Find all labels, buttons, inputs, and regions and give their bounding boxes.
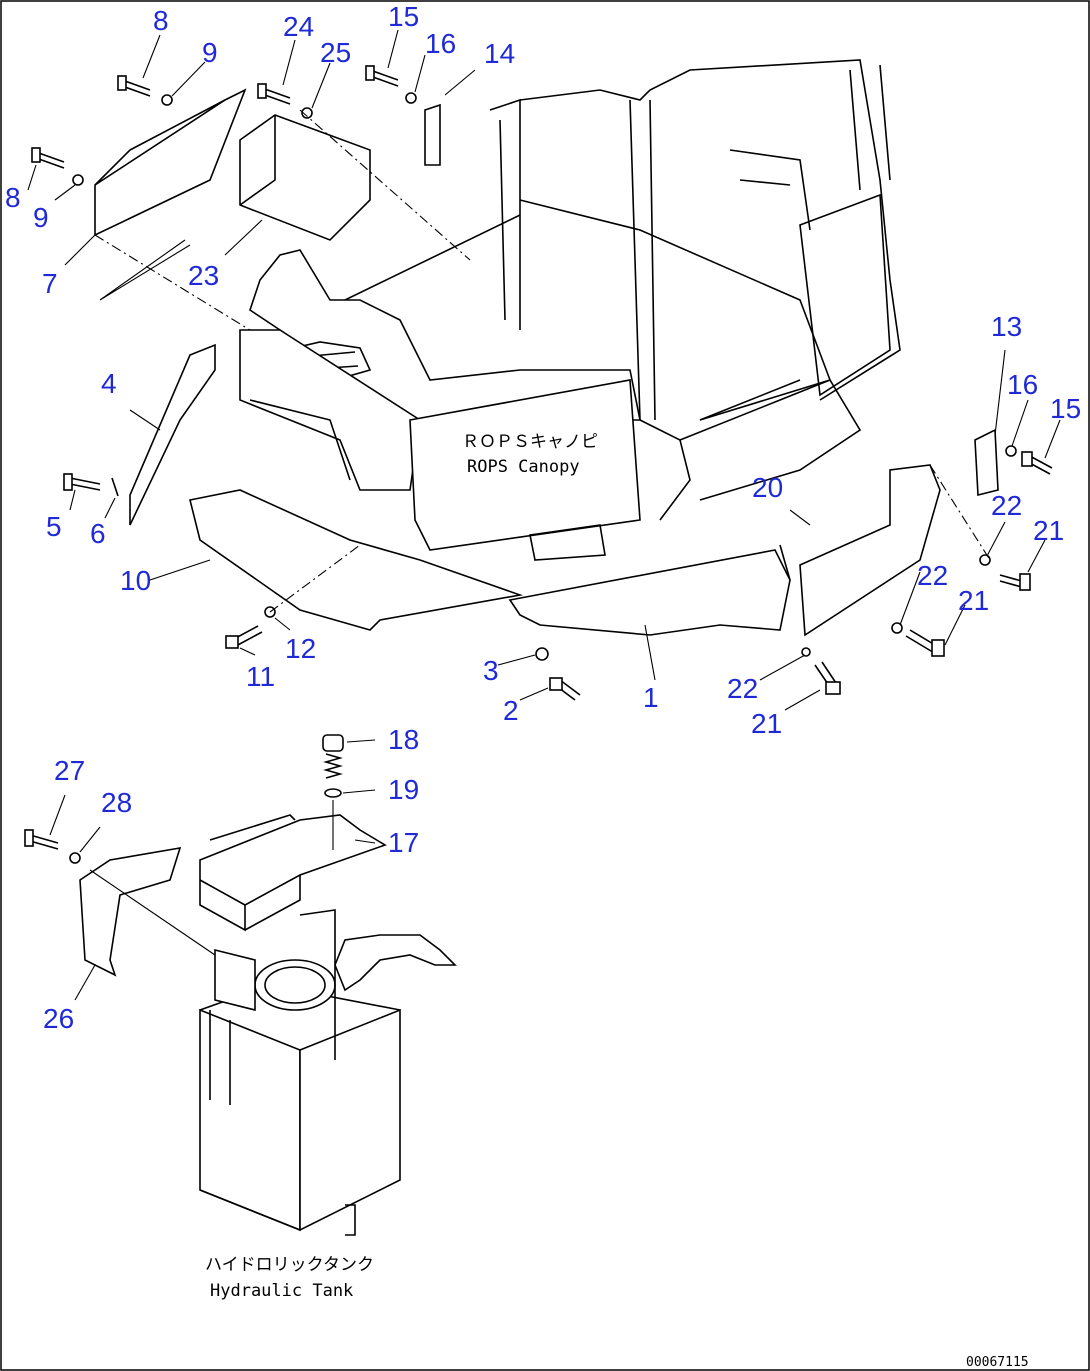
callout-18: 18 bbox=[388, 724, 419, 755]
floor-frame-assembly bbox=[239, 59, 901, 561]
callout-22-a: 22 bbox=[991, 490, 1022, 521]
callout-21-b: 21 bbox=[958, 585, 989, 616]
part-14-bracket bbox=[424, 103, 441, 166]
leader-lines-upper bbox=[27, 29, 1061, 711]
tank-label-jp: ハイドロリックタンク bbox=[205, 1255, 374, 1275]
part-10-guard bbox=[189, 489, 524, 631]
callout-8-left: 8 bbox=[5, 182, 21, 213]
callout-22-b: 22 bbox=[917, 560, 948, 591]
part-1-step bbox=[508, 549, 791, 636]
callout-1: 1 bbox=[643, 682, 659, 713]
callout-20: 20 bbox=[752, 472, 783, 503]
callout-26: 26 bbox=[43, 1003, 74, 1034]
callout-9-left: 9 bbox=[33, 202, 49, 233]
leader-lines-lower bbox=[49, 739, 376, 1001]
callout-15-right: 15 bbox=[1050, 393, 1081, 424]
part-23-cover bbox=[239, 114, 371, 241]
callout-25: 25 bbox=[320, 37, 351, 68]
callout-9-top: 9 bbox=[202, 37, 218, 68]
callout-14: 14 bbox=[484, 38, 515, 69]
callout-27: 27 bbox=[54, 755, 85, 786]
fasteners-lower bbox=[24, 829, 81, 864]
callout-23: 23 bbox=[188, 260, 219, 291]
callout-12: 12 bbox=[285, 633, 316, 664]
callout-5: 5 bbox=[46, 511, 62, 542]
hydraulic-tank-assembly bbox=[79, 734, 457, 1236]
callout-22-c: 22 bbox=[727, 673, 758, 704]
callout-21-c: 21 bbox=[751, 708, 782, 739]
part-7-cover bbox=[94, 88, 247, 237]
drawing-number: 00067115 bbox=[966, 1355, 1029, 1370]
callout-17: 17 bbox=[388, 827, 419, 858]
callout-6: 6 bbox=[90, 518, 106, 549]
callout-4: 4 bbox=[101, 368, 117, 399]
callout-24: 24 bbox=[283, 11, 314, 42]
callout-7: 7 bbox=[42, 268, 58, 299]
part-13-bracket bbox=[974, 428, 999, 497]
callout-numbers: 8 9 24 25 15 16 14 8 9 7 23 4 5 6 10 11 … bbox=[5, 1, 1081, 1034]
callout-8-top: 8 bbox=[153, 5, 169, 36]
callout-21-a: 21 bbox=[1033, 515, 1064, 546]
callout-16-right: 16 bbox=[1007, 369, 1038, 400]
fasteners bbox=[31, 65, 1053, 701]
part-4-plate bbox=[129, 343, 216, 526]
part-20-cover bbox=[799, 464, 941, 637]
callout-3: 3 bbox=[483, 655, 499, 686]
canopy-label-jp: ＲＯＰＳキャノピ bbox=[462, 432, 598, 452]
callout-19: 19 bbox=[388, 774, 419, 805]
callout-13: 13 bbox=[991, 311, 1022, 342]
canopy-label-en: ROPS Canopy bbox=[467, 457, 580, 477]
callout-15-top: 15 bbox=[388, 1, 419, 32]
tank-label-en: Hydraulic Tank bbox=[210, 1281, 353, 1301]
callout-11: 11 bbox=[246, 661, 275, 692]
callout-16-top: 16 bbox=[425, 28, 456, 59]
callout-2: 2 bbox=[503, 695, 519, 726]
callout-10: 10 bbox=[120, 565, 151, 596]
callout-28: 28 bbox=[101, 787, 132, 818]
